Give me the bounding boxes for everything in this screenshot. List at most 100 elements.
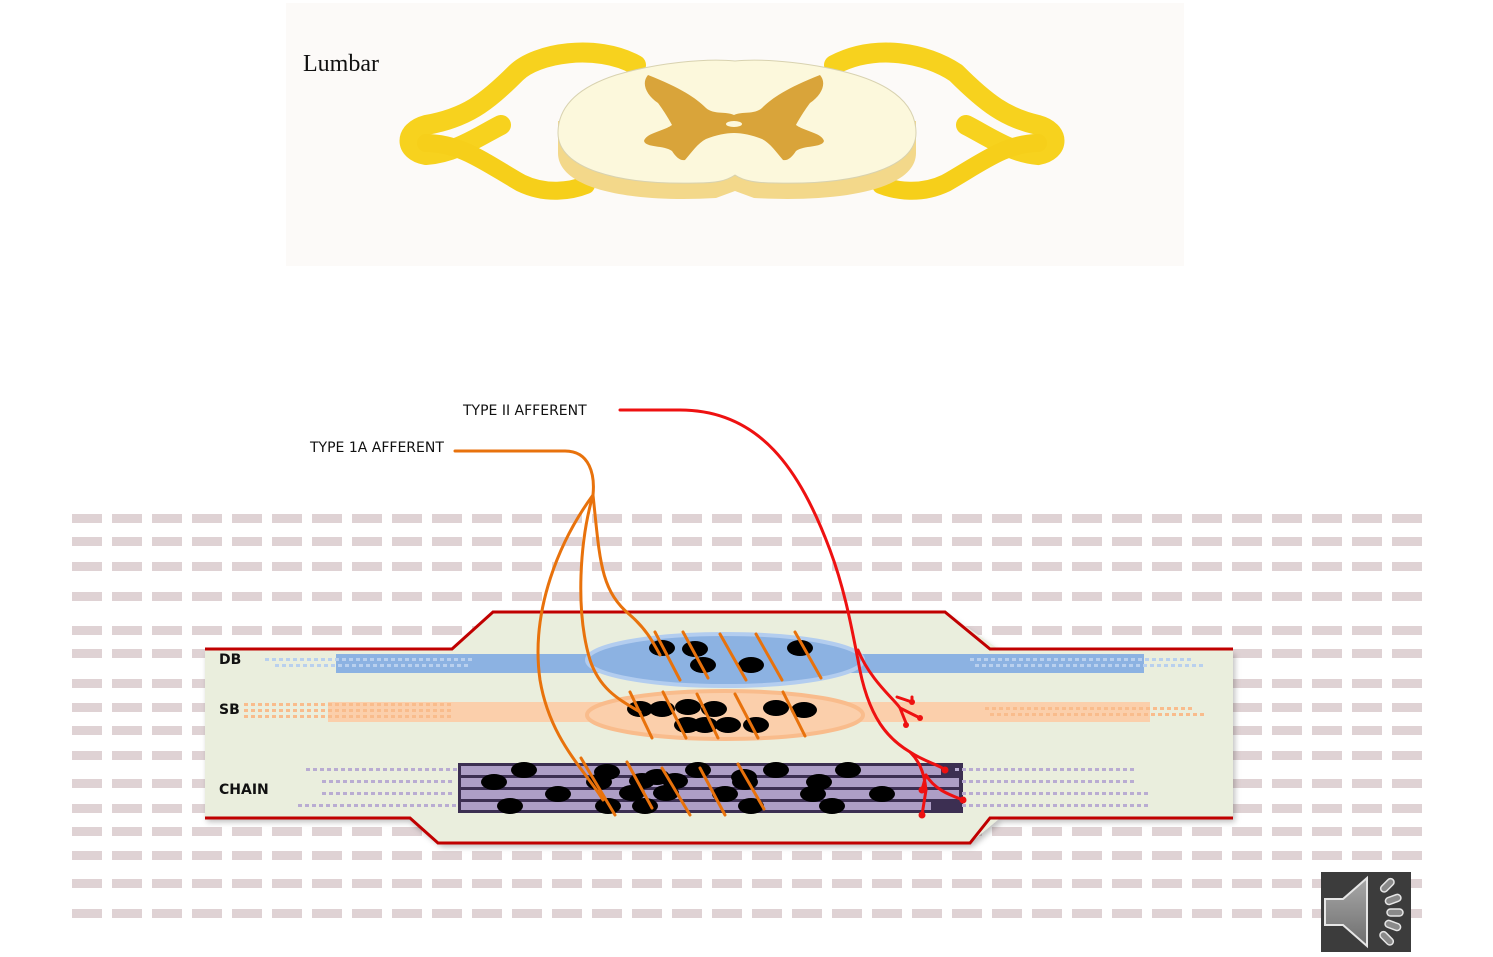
extrafusal-dash [232,626,262,635]
striation-dot [1123,792,1127,795]
striation-dot [1102,780,1106,783]
extrafusal-dash [432,562,462,571]
extrafusal-dash [152,751,182,760]
extrafusal-dash [272,514,302,523]
striation-dot [1090,707,1094,710]
chain-label: CHAIN [219,782,269,798]
extrafusal-dash [312,514,342,523]
striation-dot [445,804,449,807]
striation-dot [377,709,381,712]
spinal-cord-cross-section [399,42,1065,200]
extrafusal-dash [1112,562,1142,571]
striation-dot [317,664,321,667]
striation-dot [1164,664,1168,667]
extrafusal-dash [472,851,502,860]
extrafusal-dash [1232,592,1262,601]
extrafusal-dash [1352,703,1382,712]
striation-dot [1060,768,1064,771]
extrafusal-dash [1352,592,1382,601]
striation-dot [1046,713,1050,716]
striation-dot [1102,804,1106,807]
extrafusal-dash [1232,562,1262,571]
striation-dot [1088,804,1092,807]
nucleus [497,798,523,814]
extrafusal-dash [152,804,182,813]
nucleus [690,657,716,673]
striation-dot [314,715,318,718]
extrafusal-dash [1272,592,1302,601]
striation-dot [450,664,454,667]
striation-dot [454,658,458,661]
audio-play-button[interactable] [1321,872,1411,952]
striation-dot [289,664,293,667]
striation-dot [1025,792,1029,795]
chain-fiber-2 [461,778,959,787]
striation-dot [343,780,347,783]
striation-dot [990,792,994,795]
extrafusal-dash [72,909,102,918]
extrafusal-dash [1272,779,1302,788]
left-ventral-root [417,134,595,200]
extrafusal-dash [1192,537,1222,546]
striation-dot [356,709,360,712]
extrafusal-dash [1112,626,1142,635]
striation-dot [405,658,409,661]
striation-dot [1159,658,1163,661]
striation-dot [1144,792,1148,795]
striation-dot [1059,664,1063,667]
striation-dot [1039,713,1043,716]
striation-dot [397,768,401,771]
striation-dot [347,804,351,807]
striation-dot [1046,792,1050,795]
extrafusal-dash [1272,626,1302,635]
striation-dot [300,715,304,718]
striation-dot [1032,792,1036,795]
extrafusal-dash [72,649,102,658]
striation-dot [321,703,325,706]
extrafusal-dash [912,514,942,523]
extrafusal-dash [592,851,622,860]
striation-dot [1130,780,1134,783]
extrafusal-dash [512,592,542,601]
striation-dot [321,658,325,661]
striation-dot [398,709,402,712]
extrafusal-dash [992,514,1022,523]
striation-dot [390,768,394,771]
extrafusal-dash [872,537,902,546]
striation-dot [1060,780,1064,783]
striation-dot [1004,780,1008,783]
striation-dot [399,780,403,783]
extrafusal-dash [272,626,302,635]
extrafusal-dash [312,909,342,918]
extrafusal-dash [72,562,102,571]
striation-dot [385,780,389,783]
striation-dot [377,703,381,706]
striation-dot [1003,664,1007,667]
extrafusal-dash [152,592,182,601]
striation-dot [1032,780,1036,783]
annulospiral-coil [718,632,748,682]
extrafusal-dash [112,649,142,658]
striation-dot [1102,792,1106,795]
striation-dot [251,715,255,718]
striation-dot [1019,658,1023,661]
striation-dot [1011,713,1015,716]
annulospiral-coil [695,692,720,740]
striation-dot [307,715,311,718]
extrafusal-dash [1032,879,1062,888]
extrafusal-dash [152,562,182,571]
striation-dot [1102,713,1106,716]
extrafusal-dash [232,851,262,860]
striation-dot [1116,768,1120,771]
striation-dot [384,658,388,661]
extrafusal-dash [792,562,822,571]
striation-dot [328,658,332,661]
striation-dot [1081,792,1085,795]
striation-dot [1032,768,1036,771]
extrafusal-dash [1192,827,1222,836]
extrafusal-dash [1272,679,1302,688]
striation-dot [385,792,389,795]
annulospiral-coil [681,630,710,680]
striation-dot [293,709,297,712]
striation-dot [391,658,395,661]
